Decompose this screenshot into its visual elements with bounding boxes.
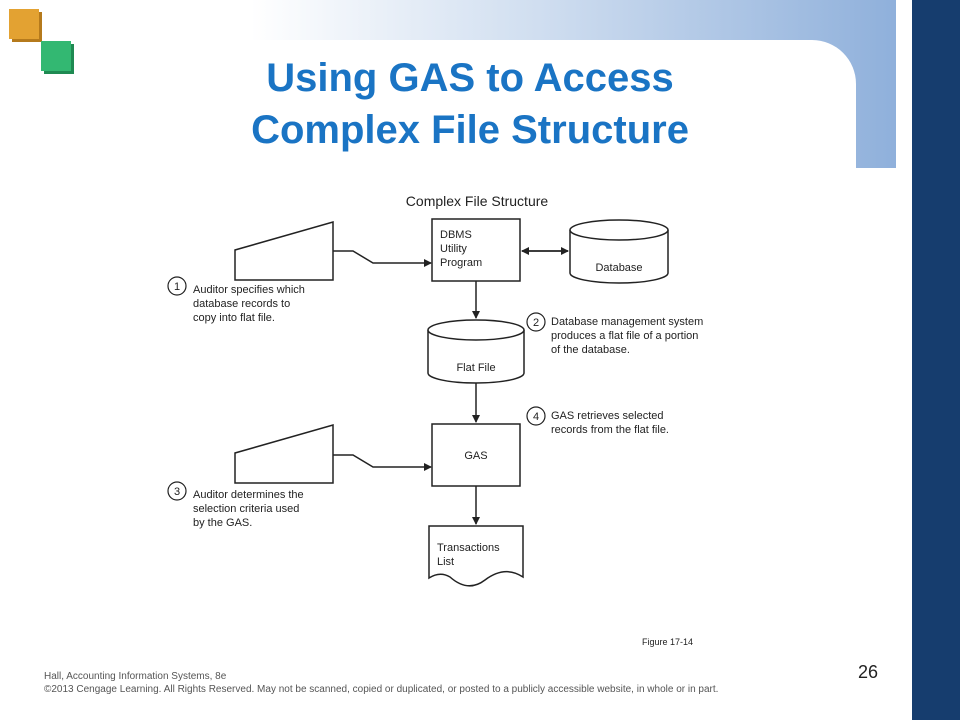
dbms-label-3: Program xyxy=(440,257,482,269)
step-1-line-2: database records to xyxy=(193,298,290,310)
page-number: 26 xyxy=(858,662,879,682)
transactions-label-1: Transactions xyxy=(437,542,500,554)
flat-file-label: Flat File xyxy=(456,362,495,374)
dbms-label-2: Utility xyxy=(440,243,467,255)
footer-copyright: Hall, Accounting Information Systems, 8e… xyxy=(44,670,864,696)
step-3-line-1: Auditor determines the xyxy=(193,489,304,501)
title-panel xyxy=(40,40,856,180)
step-2-number: 2 xyxy=(533,317,539,329)
title-line-2: Complex File Structure xyxy=(251,108,689,152)
step-4-number: 4 xyxy=(533,411,539,423)
gas-box xyxy=(431,423,521,487)
step-3-line-3: by the GAS. xyxy=(193,517,252,529)
transactions-label-2: List xyxy=(437,556,454,568)
slide-title: Using GAS to Access Complex File Structu… xyxy=(150,52,790,156)
step-3-line-2: selection criteria used xyxy=(193,503,299,515)
flat-file-cylinder xyxy=(427,319,525,384)
diagram-heading: Complex File Structure xyxy=(406,193,549,209)
right-sidebar-bar xyxy=(912,0,960,720)
lightning-connector-3 xyxy=(333,454,381,468)
step-4-badge xyxy=(526,406,546,426)
step-3-badge xyxy=(167,481,187,501)
title-line-1: Using GAS to Access xyxy=(266,56,674,100)
step-1-line-3: copy into flat file. xyxy=(193,312,275,324)
dbms-label-1: DBMS xyxy=(440,229,472,241)
keyboard-input-1-icon xyxy=(234,221,334,281)
orange-square-decoration xyxy=(9,9,39,39)
step-1-number: 1 xyxy=(174,281,180,293)
step-1-badge xyxy=(167,276,187,296)
step-4-line-2: records from the flat file. xyxy=(551,424,669,436)
step-1-line-1: Auditor specifies which xyxy=(193,284,305,296)
green-square-decoration xyxy=(41,41,71,71)
keyboard-input-3-icon xyxy=(234,424,334,484)
step-3-number: 3 xyxy=(174,486,180,498)
transactions-list-document xyxy=(428,525,524,587)
step-2-line-2: produces a flat file of a portion xyxy=(551,330,698,342)
gas-flow-diagram: Complex File Structure DBMS Utility Prog… xyxy=(167,193,703,587)
footer-rights: ©2013 Cengage Learning. All Rights Reser… xyxy=(44,684,719,695)
database-cylinder xyxy=(569,219,669,284)
step-2-line-3: of the database. xyxy=(551,344,630,356)
database-label: Database xyxy=(595,262,642,274)
lightning-connector-1 xyxy=(333,250,381,264)
step-4-line-1: GAS retrieves selected xyxy=(551,410,664,422)
figure-caption: Figure 17-14 xyxy=(642,637,694,647)
step-2-badge xyxy=(526,312,546,332)
gas-label: GAS xyxy=(464,450,487,462)
step-2-line-1: Database management system xyxy=(551,316,703,328)
footer-source: Hall, Accounting Information Systems, 8e xyxy=(44,671,227,682)
